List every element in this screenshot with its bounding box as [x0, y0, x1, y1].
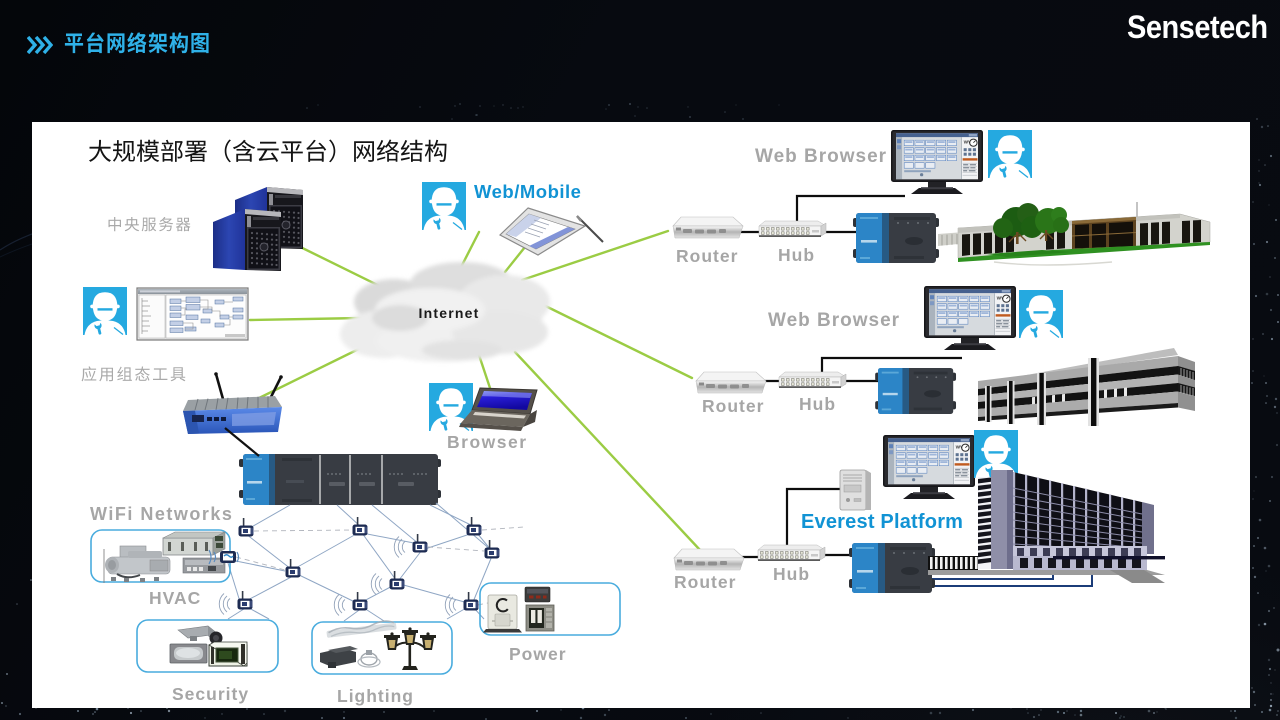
svg-text:Web Browser: Web Browser [768, 310, 900, 331]
svg-text:Browser: Browser [447, 432, 528, 452]
svg-text:Hub: Hub [799, 394, 836, 414]
svg-text:Everest Platform: Everest Platform [801, 511, 963, 533]
svg-text:Hub: Hub [778, 245, 815, 265]
svg-text:Router: Router [702, 396, 764, 416]
svg-text:Web/Mobile: Web/Mobile [474, 181, 581, 202]
svg-text:Lighting: Lighting [337, 686, 414, 706]
svg-text:Router: Router [676, 246, 738, 266]
svg-text:Router: Router [674, 572, 736, 592]
svg-text:Power: Power [509, 644, 567, 664]
svg-text:HVAC: HVAC [149, 588, 201, 608]
svg-text:Web Browser: Web Browser [755, 146, 887, 167]
svg-text:WiFi Networks: WiFi Networks [90, 504, 233, 524]
svg-text:Internet: Internet [419, 305, 480, 321]
svg-text:Security: Security [172, 684, 249, 704]
svg-text:Hub: Hub [773, 564, 810, 584]
